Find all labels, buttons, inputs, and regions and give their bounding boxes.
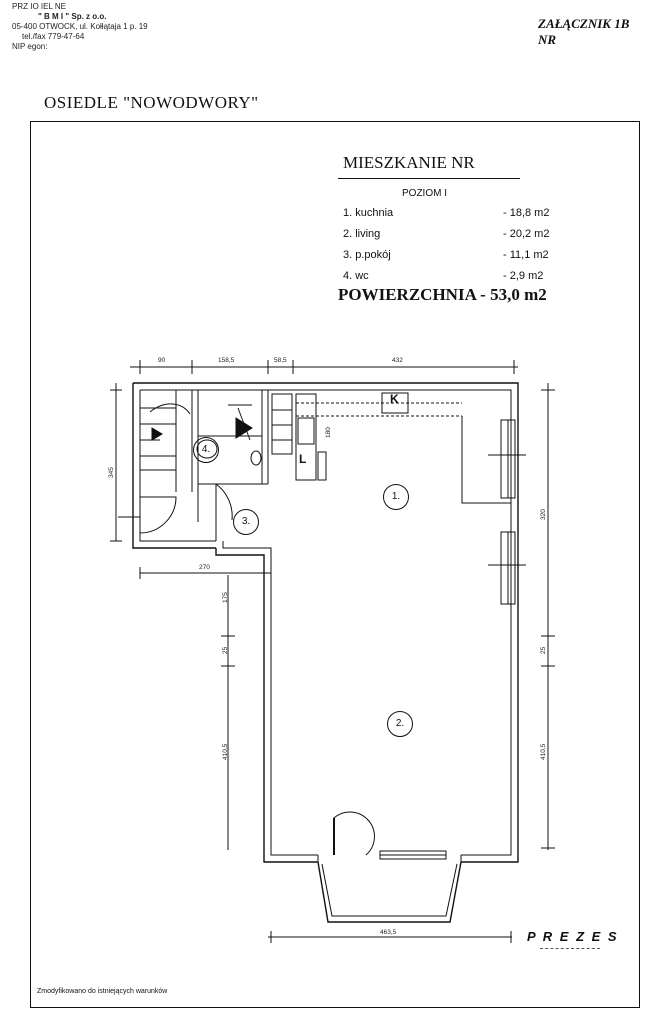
apartment-title-underline: [338, 178, 520, 179]
dimension-label: 25: [222, 646, 229, 654]
room-name: 1. kuchnia: [343, 207, 394, 219]
dimension-label: 25: [540, 646, 547, 654]
room-number-1: 1.: [383, 484, 409, 510]
appliance-k-label: K: [390, 392, 399, 406]
dimension-label: 463,5: [380, 929, 397, 936]
dimension-label: 180: [325, 427, 332, 438]
room-name: 4. wc: [343, 270, 369, 282]
outer-wall: [133, 382, 519, 863]
signature-label: P R E Z E S: [527, 929, 619, 944]
dimension-label: 410,5: [540, 743, 547, 760]
stamp-line-2: " B M I " Sp. z o.o.: [38, 12, 107, 21]
room-row: 3. p.pokój - 11,1 m2: [343, 245, 583, 266]
room-area: - 20,2 m2: [503, 228, 550, 240]
level-label: POZIOM I: [402, 188, 447, 199]
drawing-frame: [30, 121, 640, 1008]
total-area: POWIERZCHNIA - 53,0 m2: [338, 285, 547, 304]
dimension-label: 270: [199, 564, 210, 571]
room-row: 1. kuchnia - 18,8 m2: [343, 203, 583, 224]
dimension-label: 432: [392, 357, 403, 364]
room-number-2: 2.: [387, 711, 413, 737]
apartment-title: MIESZKANIE NR: [343, 153, 475, 172]
bay-window: [317, 861, 462, 923]
dimension-label: 345: [108, 467, 115, 478]
stamp-line-5: NIP egon:: [12, 42, 48, 51]
dimension-label: 410,5: [222, 743, 229, 760]
room-number-4: 4.: [193, 437, 219, 463]
room-number-3: 3.: [233, 509, 259, 535]
stamp-line-1: PRZ IO IEL NE: [12, 2, 66, 11]
room-area: - 2,9 m2: [503, 270, 544, 282]
signature-scribble: [540, 948, 600, 949]
room-name: 3. p.pokój: [343, 249, 391, 261]
appliance-l-label: L: [299, 452, 307, 466]
modification-note: Zmodyfikowano do istniejących warunków: [37, 988, 168, 995]
dimension-label: 320: [540, 509, 547, 520]
room-area: - 18,8 m2: [503, 207, 550, 219]
stamp-line-3: 05-400 OTWOCK, ul. Kołłątaja 1 p. 19: [12, 22, 148, 31]
room-list: 1. kuchnia - 18,8 m2 2. living - 20,2 m2…: [343, 203, 583, 287]
dimension-label: 58,5: [274, 357, 287, 364]
dimension-label: 175: [222, 592, 229, 603]
stamp-line-4: tel./fax 779-47-64: [22, 32, 85, 41]
dimension-label: 158,5: [218, 357, 235, 364]
estate-title: OSIEDLE "NOWODWORY": [44, 93, 259, 112]
attachment-label: ZAŁĄCZNIK 1B NR: [538, 16, 629, 48]
entry-door: [333, 811, 375, 856]
room-area: - 11,1 m2: [503, 249, 549, 261]
room-name: 2. living: [343, 228, 381, 240]
dimension-label: 90: [158, 357, 166, 364]
room-row: 2. living - 20,2 m2: [343, 224, 583, 245]
attachment-title: ZAŁĄCZNIK 1B: [538, 16, 630, 31]
left-door: [139, 496, 177, 534]
room-row: 4. wc - 2,9 m2: [343, 266, 583, 287]
company-stamp: PRZ IO IEL NE " B M I " Sp. z o.o. 05-40…: [12, 2, 202, 52]
attachment-number: NR: [538, 32, 557, 47]
